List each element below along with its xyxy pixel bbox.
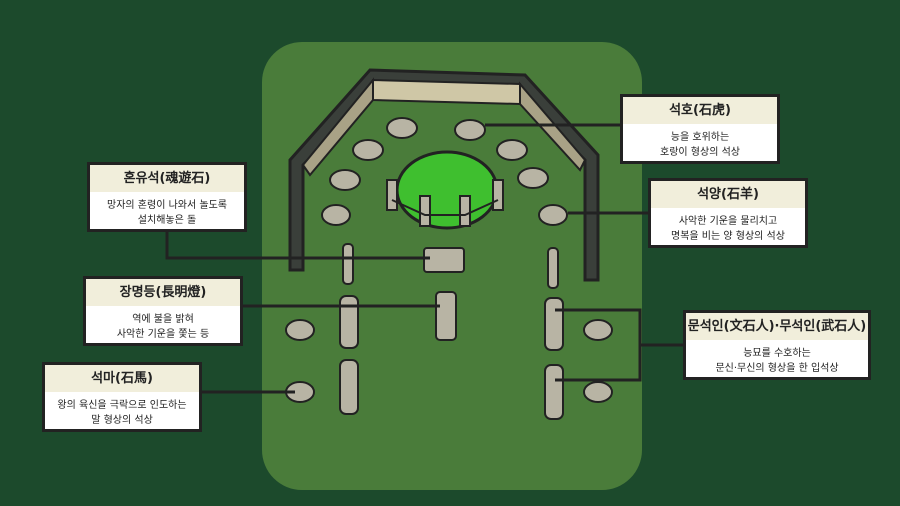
label-desc: 사악한 기운을 물리치고 xyxy=(678,216,778,227)
label-desc: 왕의 육신을 극락으로 인도하는 xyxy=(57,400,187,411)
label-desc: 명복을 비는 양 형상의 석상 xyxy=(671,231,785,242)
label-desc: 호랑이 형상의 석상 xyxy=(660,147,740,158)
leader-lines xyxy=(165,123,683,394)
label-title: 장명등(長明燈) xyxy=(86,279,240,306)
label-title: 혼유석(魂遊石) xyxy=(90,165,244,192)
label-desc: 망자의 혼령이 나와서 놀도록 xyxy=(107,200,227,211)
label-desc: 능묘를 수호하는 xyxy=(743,348,811,359)
label-desc: 문신·무신의 형상을 한 입석상 xyxy=(715,363,839,374)
label-title: 문석인(文石人)·무석인(武石人) xyxy=(686,313,868,340)
label-title: 석양(石羊) xyxy=(651,181,805,208)
label-title: 석마(石馬) xyxy=(45,365,199,392)
gokjang-wall xyxy=(288,68,600,282)
label-desc: 사악한 기운을 쫓는 등 xyxy=(116,329,210,340)
label-desc: 말 형상의 석상 xyxy=(91,415,153,426)
label-title: 석호(石虎) xyxy=(623,97,777,124)
burial-mound xyxy=(395,150,499,230)
stone-figures xyxy=(339,243,564,420)
label-desc: 역에 불을 밝혀 xyxy=(132,314,194,325)
label-desc: 능을 호위하는 xyxy=(670,132,730,143)
mound-fence xyxy=(386,179,504,227)
stone-animals xyxy=(285,117,613,403)
label-desc: 설치해놓은 돌 xyxy=(137,215,197,226)
